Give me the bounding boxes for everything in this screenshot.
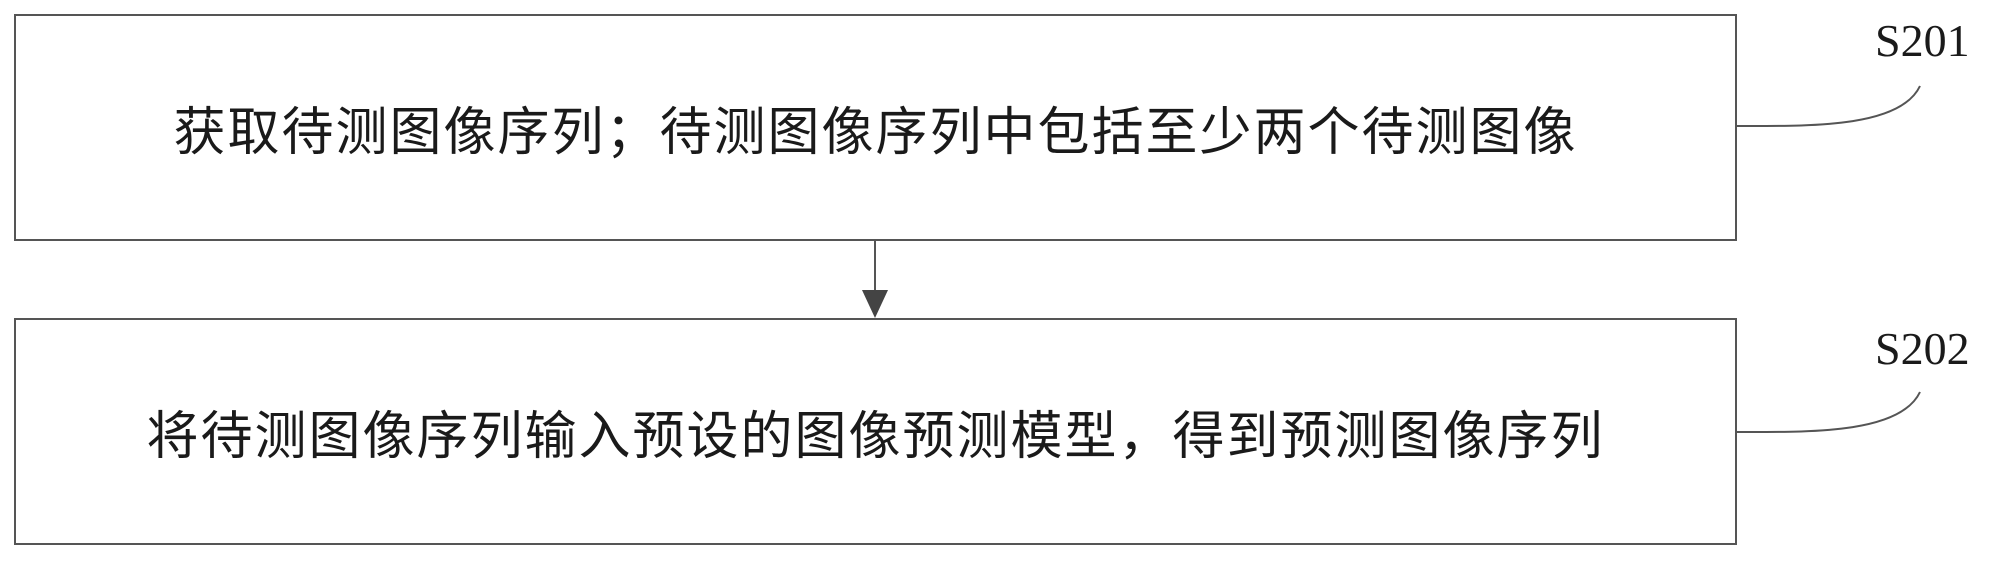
leader-line-s202 [1736,391,1921,434]
arrow-head [862,290,888,318]
leader-line-s201 [1736,85,1921,128]
step-label-s201: S201 [1875,15,1970,66]
step-box-s202: 将待测图像序列输入预设的图像预测模型，得到预测图像序列 [14,318,1737,545]
step-text-s202: 将待测图像序列输入预设的图像预测模型，得到预测图像序列 [146,407,1605,467]
step-box-s201: 获取待测图像序列；待测图像序列中包括至少两个待测图像 [14,14,1737,241]
step-label-s202: S202 [1875,323,1970,374]
step-text-s201: 获取待测图像序列；待测图像序列中包括至少两个待测图像 [173,103,1578,163]
